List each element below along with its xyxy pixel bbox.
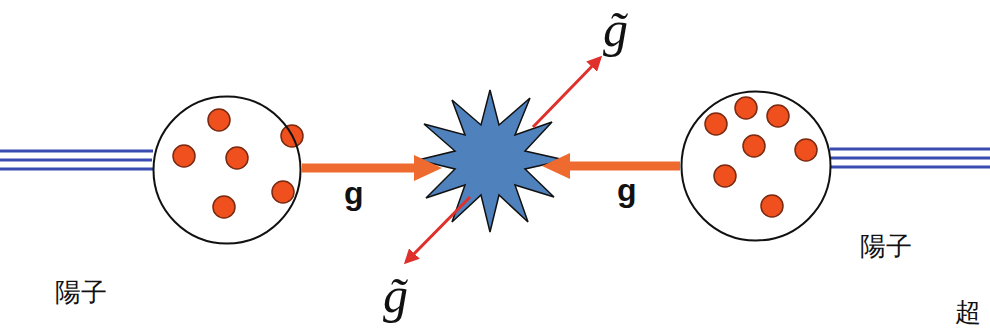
proton-outline [680, 90, 832, 242]
proton-outline [152, 95, 302, 245]
caption-fragment: 超 [955, 298, 981, 327]
proton-label: 陽子 [55, 278, 107, 307]
proton-border [154, 97, 301, 244]
collision-burst [418, 90, 565, 232]
gluon-label: g [344, 176, 364, 211]
proton-circle: 陽子 [680, 90, 832, 242]
gluino-arrows [406, 58, 600, 262]
proton-border [682, 92, 831, 241]
proton-label: 陽子 [860, 232, 912, 261]
gluon-label: g [617, 173, 637, 208]
proton-circle: 陽子 [152, 95, 302, 245]
gluino-label: g̃ [603, 2, 628, 57]
gluino-label: g̃ [383, 268, 408, 323]
